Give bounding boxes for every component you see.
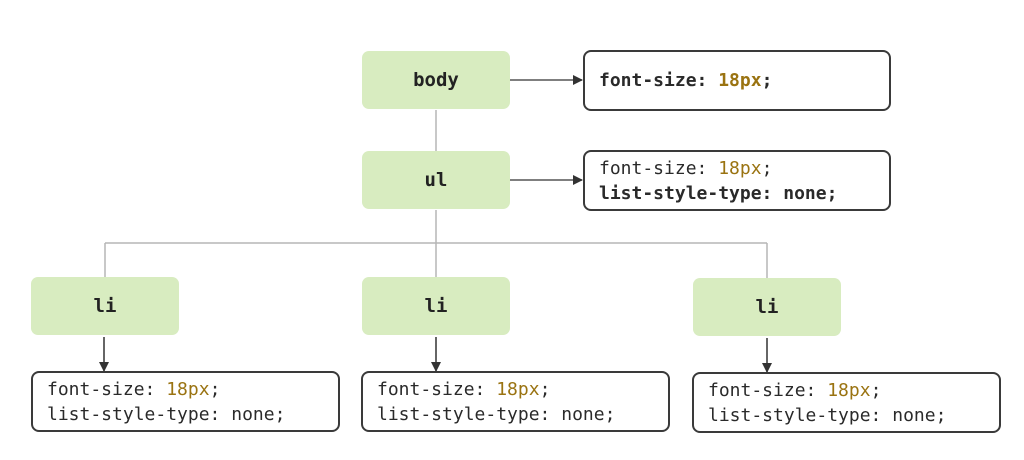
node-ul-label: ul [424,169,448,191]
rule-box-li-2: font-size: 18px; list-style-type: none; [361,371,670,432]
rule-li-3-list-style: list-style-type: none; [708,404,947,426]
rule-box-li-1: font-size: 18px; list-style-type: none; [31,371,340,432]
rule-li-3-font-size: font-size: 18px; [708,379,882,401]
node-li-2-label: li [424,295,448,317]
rule-li-2-font-size: font-size: 18px; [377,378,551,400]
node-li-3: li [693,278,841,336]
rule-box-li-3: font-size: 18px; list-style-type: none; [692,372,1001,433]
rule-li-1-font-size: font-size: 18px; [47,378,221,400]
node-body: body [362,51,510,109]
rule-li-1-list-style: list-style-type: none; [47,403,286,425]
node-ul: ul [362,151,510,209]
node-li-1-label: li [93,295,117,317]
rule-ul-font-size: font-size: 18px; [599,157,773,179]
rule-box-body: font-size: 18px; [583,50,891,111]
rule-body-font-size: font-size: 18px; [599,70,773,91]
rule-box-ul: font-size: 18px; list-style-type: none; [583,150,891,211]
node-li-1: li [31,277,179,335]
rule-ul-list-style: list-style-type: none; [599,182,838,204]
node-li-3-label: li [755,296,779,318]
rule-li-2-list-style: list-style-type: none; [377,403,616,425]
node-li-2: li [362,277,510,335]
node-body-label: body [413,69,459,91]
